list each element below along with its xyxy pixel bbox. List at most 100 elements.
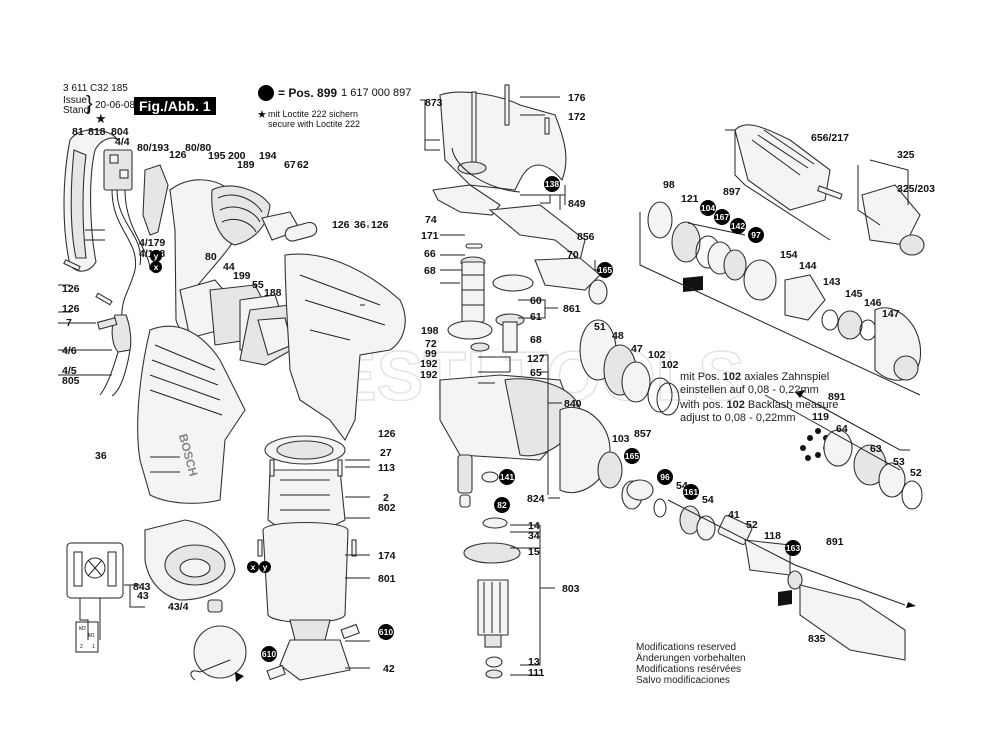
part-label: 818 [88,126,106,138]
part-label: 102 [648,349,666,361]
svg-text:141: 141 [500,472,514,482]
callout-badge: y [259,561,271,573]
backlash-note-en-line2: adjust to 0,08 - 0,22mm [680,412,796,424]
part-label: 113 [378,462,395,474]
part-label: 146 [864,297,882,309]
callout-badge: 142 [730,218,746,234]
issue-date: 20-06-08 [95,100,136,111]
part-label: 325 [897,149,915,161]
black-dot-icon [258,85,274,101]
housing-cover-assembly [142,164,318,366]
part-label: 7 [66,317,72,329]
backlash-note-de-line2: einstellen auf 0,08 - 0,22mm [680,384,819,396]
part-label: 126 [62,303,80,315]
backlash-note-de: mit Pos. 102 axiales Zahnspiel [680,371,830,383]
pos-label: = Pos. 899 [278,86,338,100]
callout-badge: 141 [499,469,515,485]
part-label: 60 [530,295,542,307]
part-label: 804 [111,126,129,138]
wiring-schematic: M2 M1 2 1 [66,542,124,653]
part-label: 856 [577,231,595,243]
part-label: 835 [808,633,826,645]
modifications-es: Salvo modificaciones [636,675,730,686]
part-label: 47 [631,343,643,355]
callout-badge: x [150,261,162,273]
part-label: 849 [568,198,586,210]
callout-badge: 163 [785,540,801,556]
part-label: 80/80 [185,142,211,154]
svg-text:142: 142 [731,221,745,231]
part-label: 52 [910,467,922,479]
part-label: 199 [233,270,251,282]
part-label: 99 [425,348,437,360]
part-label: 891 [826,536,844,548]
svg-text:165: 165 [625,451,639,461]
part-label: 126 [62,283,80,295]
striker-assembly [626,428,923,661]
pos-part-number: 1 617 000 897 [341,87,412,99]
part-label: 118 [764,530,781,542]
part-label: 72 [425,338,437,350]
gear-housing-36 [284,253,406,442]
stand-label: Stand [63,105,90,116]
terminal-1-label: 1 [92,644,95,650]
callout-badge: 96 [657,469,673,485]
part-label: 65 [530,367,542,379]
callout-badge: 104 [700,200,716,216]
chuck-assembly [734,124,925,256]
part-label: 891 [828,391,846,403]
part-label: 52 [746,519,758,531]
part-label: 126 [332,219,350,231]
part-label: 195 [208,150,226,162]
part-label: 48 [612,330,624,342]
part-label: 70 [567,249,579,261]
part-label: 200 [228,150,246,162]
callout-badge: 165 [597,262,613,278]
svg-text:97: 97 [751,230,761,240]
svg-text:82: 82 [497,500,507,510]
part-labels: 81 818 804 4/4 80/193 80/80 126 195 200 … [62,92,935,679]
part-label: 147 [882,308,900,320]
part-label: 68 [530,334,542,346]
callout-badges: 138 165 104 167 142 97 141 82 165 96 161… [150,176,801,662]
svg-text:x: x [154,262,159,272]
callout-badge: x [247,561,259,573]
fan-cover-assembly [144,519,247,682]
terminal-m2-label: M2 [79,626,86,632]
part-label: 66 [424,248,436,260]
part-label: 127 [527,353,545,365]
part-label: 111 [528,667,545,679]
star-icon: ★ [95,111,107,126]
part-label: 154 [780,249,798,261]
part-label: 53 [893,456,905,468]
part-label: 103 [612,433,630,445]
callout-badge: 161 [683,484,699,500]
loctite-note-de: mit Loctite 222 sichern [268,109,359,119]
part-label: 54 [676,480,688,492]
part-label: 172 [568,111,586,123]
part-label: 192 [420,358,438,370]
svg-text:138: 138 [545,179,559,189]
callout-badge: 97 [748,227,764,243]
part-label: 14 [528,520,540,532]
part-label: 2 [383,492,389,504]
modifications-en: Modifications reserved [636,642,737,653]
part-label: 13 [528,656,540,668]
part-label: 54 [702,494,714,506]
loctite-note-en: secure with Loctite 222 [268,119,361,129]
part-label: 188 [264,287,282,299]
part-label: 192 [420,369,438,381]
part-label: 176 [568,92,586,104]
part-label: 126 [378,428,396,440]
part-label: 15 [528,546,540,558]
part-label: 4/5 [62,365,77,377]
part-label: 4/4 [115,136,130,148]
handle-assembly [63,129,151,397]
part-label: 145 [845,288,863,300]
part-label: 43/4 [168,601,189,613]
part-label: 171 [421,230,439,242]
part-label: 36 [354,219,366,231]
part-label: 840 [564,398,582,410]
part-label: 67 [284,159,296,171]
part-label: 194 [259,150,277,162]
